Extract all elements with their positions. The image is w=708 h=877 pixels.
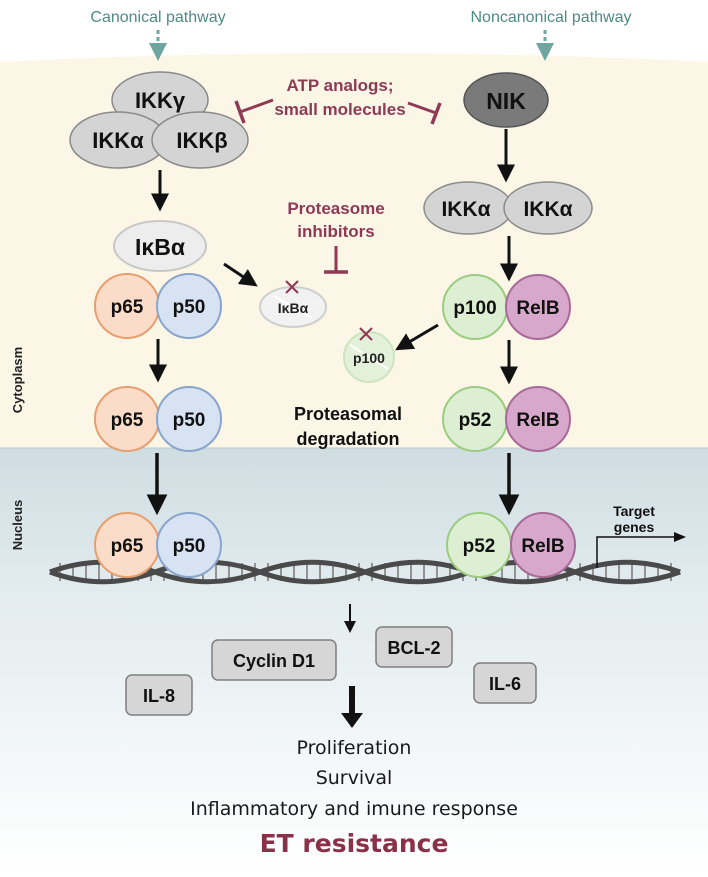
nik-label: NIK [486, 88, 526, 114]
p65-label-1: p65 [111, 297, 144, 318]
p50-label-1: p50 [173, 297, 206, 318]
p50-label-2: p50 [173, 410, 206, 431]
relb-label-2: RelB [516, 410, 559, 431]
ikk-beta-label: IKKβ [176, 128, 227, 153]
p52-label-2: p52 [463, 536, 496, 557]
atp-inhibition-left [239, 98, 274, 114]
atp-analogs-label: ATP analogs; [286, 76, 393, 95]
ikk-complex: IKKγ IKKα IKKβ [69, 71, 249, 169]
degraded-p100: p100 [343, 327, 395, 383]
p52-label-1: p52 [459, 410, 492, 431]
degraded-ikba-cross-b [285, 280, 299, 294]
canonical-pathway-label: Canonical pathway [90, 9, 225, 26]
il8-label: IL-8 [143, 686, 175, 706]
arrow-to-outcomes-head [341, 713, 363, 728]
il6-box [473, 662, 537, 704]
degradation-label: degradation [296, 429, 399, 449]
outcome-proliferation: Proliferation [296, 737, 412, 759]
ikk-gamma-label: IKKγ [135, 88, 186, 113]
p50-label-3: p50 [173, 536, 206, 557]
p65-label-2: p65 [111, 410, 144, 431]
atp-inhibition-left-bar [234, 100, 246, 124]
ikk-alpha-label-2: IKKα [523, 198, 572, 221]
relb-node-3 [510, 512, 576, 578]
nik-node [463, 72, 549, 128]
p50-node-3 [156, 512, 222, 578]
il8-box [125, 674, 193, 716]
degraded-ikba-crack [273, 295, 313, 319]
arrow-to-degraded-ikba [223, 262, 258, 287]
bcl2-label: BCL-2 [388, 638, 441, 658]
relb-node-1 [505, 274, 571, 340]
gene-box-cyclin-d1: Cyclin D1 [211, 639, 337, 681]
small-molecules-label: small molecules [274, 100, 405, 119]
p50-node-1 [156, 273, 222, 339]
transcription-start-arrow [596, 536, 674, 568]
relb-node-2 [505, 386, 571, 452]
ikba-label: IκBα [135, 234, 185, 260]
p50-node-2 [156, 386, 222, 452]
gene-box-il6: IL-6 [473, 662, 537, 704]
arrow-to-degraded-p100 [395, 323, 439, 351]
gene-box-bcl2: BCL-2 [375, 626, 453, 668]
ikk-alpha-label: IKKα [92, 128, 144, 153]
outcome-inflammatory: Inflammatory and imune response [190, 798, 518, 820]
ikba-node [113, 220, 207, 272]
ikk-alpha-node-2 [503, 181, 593, 235]
degraded-ikba-label: IκBα [278, 300, 309, 316]
relb-label-3: RelB [521, 536, 564, 557]
degraded-p100-label: p100 [353, 350, 385, 366]
inhibitors-label: inhibitors [297, 222, 374, 241]
relb-label-1: RelB [516, 298, 559, 319]
noncanonical-pathway-label: Noncanonical pathway [471, 9, 632, 26]
cyclin-d1-box [211, 639, 337, 681]
il6-label: IL-6 [489, 674, 521, 694]
ikk-beta-node [151, 111, 249, 169]
target-label: Target [613, 503, 655, 519]
p100-label: p100 [453, 298, 496, 319]
gene-box-il8: IL-8 [125, 674, 193, 716]
degraded-p100-crack [349, 344, 389, 370]
ikk-alpha-label-1: IKKα [441, 198, 490, 221]
outcome-et-resistance: ET resistance [259, 829, 449, 858]
nucleus-label: Nucleus [10, 500, 25, 551]
transcription-arrowhead [674, 532, 686, 542]
degraded-ikba: IκBα [259, 280, 327, 328]
degraded-p100-cross-b [359, 327, 373, 341]
cyclin-d1-label: Cyclin D1 [233, 651, 315, 671]
bcl2-box [375, 626, 453, 668]
atp-inhibition-right [407, 101, 437, 115]
p65-label-3: p65 [111, 536, 144, 557]
proteasome-label: Proteasome [287, 199, 384, 218]
genes-label: genes [614, 519, 655, 535]
outcome-survival: Survival [315, 767, 393, 789]
cytoplasm-label: Cytoplasm [10, 347, 25, 413]
proteasomal-label: Proteasomal [294, 404, 402, 424]
dna-strand-2 [49, 559, 681, 585]
atp-inhibition-right-bar [430, 102, 442, 125]
